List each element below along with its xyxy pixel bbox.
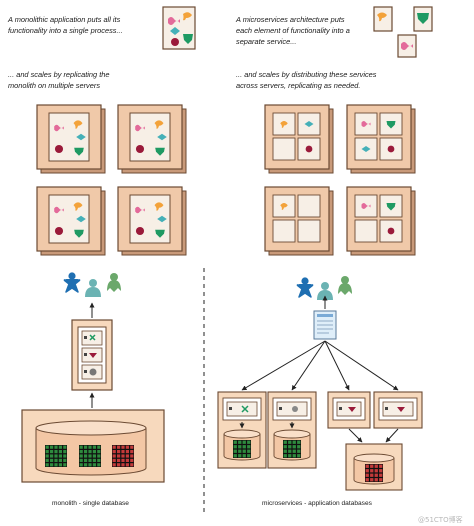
gateway-arrow-2 — [291, 340, 326, 391]
watermark: @51CTO博客 — [418, 515, 463, 524]
gateway-arrow-4 — [324, 340, 399, 391]
data-table-green — [233, 440, 251, 458]
service-slot — [297, 112, 321, 136]
monolith-scale-line-2: monolith on multiple servers — [8, 81, 100, 90]
micro-scale-caption: ... and scales by distributing these ser… — [236, 70, 377, 90]
service-database — [223, 429, 261, 461]
monolith-scale-caption: ... and scales by replicating the monoli… — [8, 70, 109, 90]
service-slot — [272, 137, 296, 161]
monolith-server-grid — [36, 104, 187, 256]
user-icon-5 — [317, 282, 333, 300]
monolith-process-icon — [162, 6, 196, 50]
monolith-process — [48, 112, 90, 162]
user-icon-3 — [107, 273, 121, 292]
monolith-app-stack — [71, 319, 113, 391]
microservices-bottom-servers — [217, 391, 423, 491]
micro-scale-line-2: across servers, replicating as needed. — [236, 81, 360, 90]
service-slot — [379, 194, 403, 218]
service-slot — [379, 137, 403, 161]
microservice-icon-green — [413, 6, 433, 32]
service-slot — [379, 219, 403, 243]
user-icon-1 — [63, 272, 81, 293]
microservice-icon-pink — [397, 34, 417, 58]
microservices-server-2 — [346, 104, 416, 174]
gateway-arrow-3 — [324, 340, 350, 391]
monolith-process — [129, 194, 171, 244]
monolith-intro-caption: A monolithic application puts all its fu… — [7, 15, 123, 35]
monolith-module-3 — [81, 364, 103, 380]
monolith-server-1 — [36, 104, 106, 174]
user-icon-6 — [338, 276, 352, 295]
monolith-server-3 — [36, 186, 106, 256]
monolith-process — [129, 112, 171, 162]
user-icon-4 — [296, 277, 314, 298]
service-to-db-arrow — [385, 428, 399, 443]
micro-intro-line-2: each element of functionality into a — [236, 26, 350, 35]
service-slot — [272, 112, 296, 136]
microservice-server-1 — [217, 391, 267, 469]
monolith-users — [63, 272, 121, 297]
service-slot — [297, 194, 321, 218]
monolith-database — [21, 409, 165, 483]
data-table-green — [45, 445, 67, 467]
service-slot — [354, 194, 378, 218]
service-to-db-arrow — [348, 428, 363, 443]
micro-intro-line-3: separate service... — [236, 37, 296, 46]
monolith-footer-label: monolith - single database — [52, 500, 129, 507]
service-slot — [272, 194, 296, 218]
monolith-module-1 — [81, 330, 103, 346]
microservices-server-4 — [346, 186, 416, 256]
microservices-server-grid — [264, 104, 416, 256]
service-slot — [379, 112, 403, 136]
microservice-server-2 — [267, 391, 317, 469]
data-table-red — [112, 445, 134, 467]
monolith-intro-line-1: A monolithic application puts all its — [7, 15, 121, 24]
monolith-server-4 — [117, 186, 187, 256]
monolith-scale-line-1: ... and scales by replicating the — [8, 70, 109, 79]
monolith-module-2 — [81, 347, 103, 363]
microservice-icon-orange — [373, 6, 393, 32]
gateway-arrow-1 — [241, 340, 326, 391]
monolith-intro-line-2: functionality into a single process... — [8, 26, 123, 35]
service-slot — [354, 219, 378, 243]
micro-intro-line-1: A microservices architecture puts — [235, 15, 345, 24]
service-slot — [297, 219, 321, 243]
monolith-process — [48, 194, 90, 244]
gateway-to-services-arrows — [241, 340, 399, 391]
microservices-users — [296, 276, 352, 300]
monolith-data-tables — [45, 445, 134, 467]
microservices-server-3 — [264, 186, 334, 256]
data-table-green — [283, 440, 301, 458]
api-gateway-document — [313, 310, 337, 340]
microservice-server-4 — [373, 391, 423, 429]
micro-intro-caption: A microservices architecture puts each e… — [235, 15, 350, 46]
user-icon-2 — [85, 279, 101, 297]
micro-scale-line-1: ... and scales by distributing these ser… — [236, 70, 377, 79]
monolith-server-2 — [117, 104, 187, 174]
data-table-green — [79, 445, 101, 467]
shared-service-database — [345, 443, 403, 491]
microservices-footer-label: microservices - application databases — [262, 500, 373, 507]
service-database — [273, 429, 311, 461]
service-slot — [354, 112, 378, 136]
data-table-red — [365, 464, 383, 482]
service-slot — [354, 137, 378, 161]
microservices-server-1 — [264, 104, 334, 174]
service-slot — [297, 137, 321, 161]
microservice-server-3 — [327, 391, 371, 429]
service-slot — [272, 219, 296, 243]
